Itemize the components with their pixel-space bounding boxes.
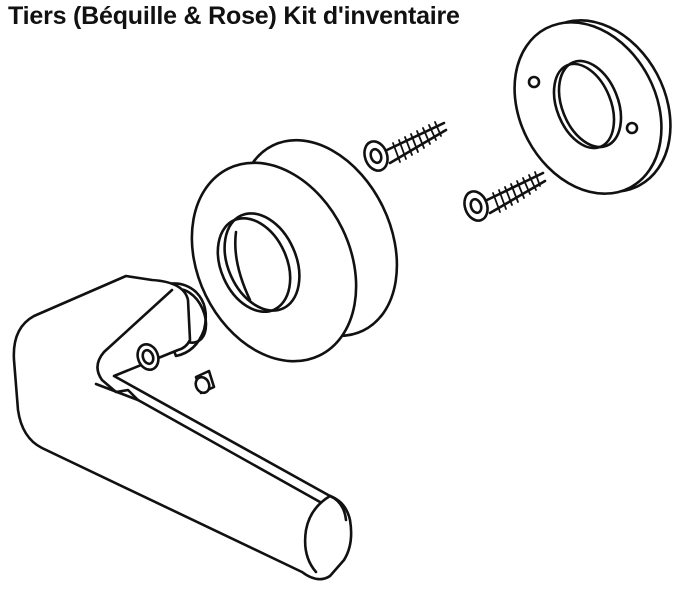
rose-plate-screw-hole-right: [625, 121, 639, 135]
rose-plate: [513, 19, 672, 195]
set-pin: [194, 369, 216, 395]
diagram-title: Tiers (Béquille & Rose) Kit d'inventaire: [8, 2, 460, 30]
rose-ring: [190, 138, 399, 363]
rose-plate-screw-hole-left: [527, 75, 541, 89]
screw-upper: [363, 121, 448, 172]
lever-handle: [12, 274, 353, 581]
screw-lower: [463, 171, 547, 222]
lever-set-screw-hole: [136, 343, 160, 371]
